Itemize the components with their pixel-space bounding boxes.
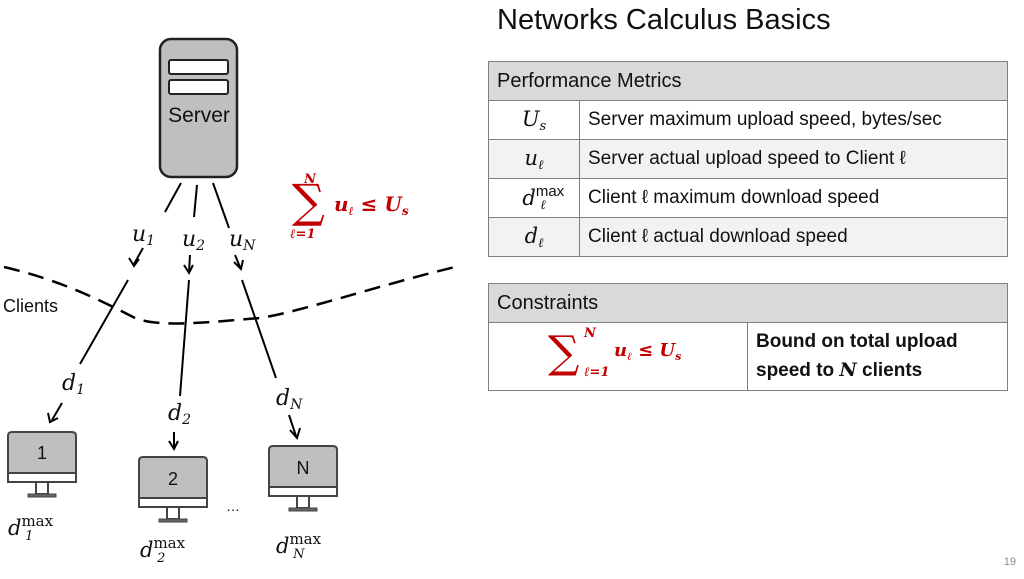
sigma-symbol: ∑ [548,327,580,378]
sum-upper-limit: N [584,326,596,341]
link-line-N [241,279,277,379]
sum-expression: uℓ ≤ Us [334,192,409,218]
arrow-d1 [47,402,63,424]
server-icon [158,37,239,179]
metric-symbol: uℓ [488,139,580,179]
performance-metrics-header: Performance Metrics [488,61,1008,101]
performance-metrics-table: Performance Metrics Us Server maximum up… [488,61,1008,257]
client-label-2: 2 [167,469,178,489]
upload-label-uN: uN [229,227,256,254]
client-monitor-N [268,445,338,512]
table-row: Us Server maximum upload speed, bytes/se… [488,100,1008,140]
constraints-header: Constraints [488,283,1008,323]
page-number: 19 [1003,556,1016,568]
sum-lower-limit: ℓ=1 [290,227,316,242]
diagram-graphics [3,37,456,523]
metric-description: Server maximum upload speed, bytes/sec [579,100,1008,140]
sigma-symbol: ∑ [292,174,325,228]
client-label-N: N [296,458,310,478]
dmax-label-N: dmaxN [276,530,322,562]
client-monitor-2 [138,456,208,523]
client-monitor-1 [7,431,77,498]
uplink-line-2 [193,184,198,218]
arrow-u2 [183,254,194,276]
link-line-1 [79,279,129,365]
dmax-label-2: dmax2 [140,534,186,566]
link-line-2 [179,279,190,397]
table-row: dℓ Client ℓ actual download speed [488,217,1008,257]
uplink-line-1 [164,182,182,213]
metric-description: Client ℓ maximum download speed [579,178,1008,218]
metric-symbol: dmaxℓ [488,178,580,218]
constraint-description: Bound on total upload speed to N clients [747,322,1008,391]
ellipsis: … [226,498,240,514]
network-diagram: Server Clients u1 u2 uN d1 d2 dN 1 2 N d… [0,0,470,574]
server-label: Server [168,104,230,127]
upload-label-u2: u2 [182,227,206,254]
table-row: ∑ N ℓ=1 uℓ ≤ Us Bound on total upload sp… [488,322,1008,391]
constraint-formula: ∑ N ℓ=1 uℓ ≤ Us [488,322,748,391]
metric-description: Client ℓ actual download speed [579,217,1008,257]
constraints-table: Constraints ∑ N ℓ=1 uℓ ≤ Us Bound on tot… [488,283,1008,391]
dmax-label-1: dmax1 [8,512,54,544]
arrow-u1 [128,247,144,268]
network-boundary-dashed [3,265,456,325]
client-label-1: 1 [36,443,47,463]
metric-symbol: dℓ [488,217,580,257]
table-row: dmaxℓ Client ℓ maximum download speed [488,178,1008,218]
upload-sum-formula: N ∑ ℓ=1 uℓ ≤ Us [286,172,426,252]
table-row: uℓ Server actual upload speed to Client … [488,139,1008,179]
arrow-uN [233,254,244,271]
sum-upper-limit: N [304,172,316,187]
clients-label: Clients [3,296,59,316]
arrow-dN [288,414,301,441]
download-label-d2: d2 [168,401,192,428]
sum-lower-limit: ℓ=1 [584,365,610,380]
metric-symbol: Us [488,100,580,140]
slide-title: Networks Calculus Basics [497,4,831,36]
download-label-d1: d1 [62,371,86,398]
download-label-dN: dN [276,386,303,413]
sum-expression: uℓ ≤ Us [614,340,682,363]
upload-label-u1: u1 [132,222,156,249]
uplink-line-N [212,182,230,229]
metric-description: Server actual upload speed to Client ℓ [579,139,1008,179]
arrow-d2 [168,432,179,452]
